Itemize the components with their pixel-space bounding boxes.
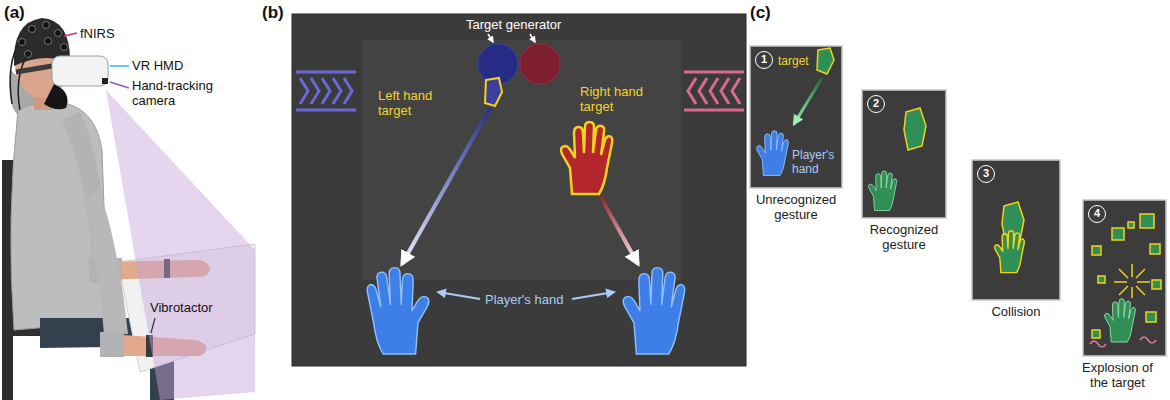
step-frame: 1targetPlayer's handUnrecognized gesture [750, 46, 842, 188]
step-frame: 3Collision [972, 160, 1060, 300]
panel-letter: (c) [750, 3, 771, 23]
target-label: Right hand target [580, 84, 652, 114]
part-label: fNIRS [80, 26, 115, 41]
step-number: 4 [1088, 205, 1106, 223]
panel-letter: (a) [4, 3, 25, 23]
hand-label: Player's hand [792, 148, 840, 176]
participant-illustration [2, 18, 255, 400]
target-label: target [778, 54, 809, 68]
generator-label: Target generator [466, 17, 561, 32]
part-label: VR HMD [132, 58, 183, 73]
step-frame: 4Explosion of the target [1083, 200, 1166, 356]
step-frame: 2Recognized gesture [862, 90, 946, 218]
step-caption: Recognized gesture [854, 222, 954, 252]
step-number: 2 [867, 95, 885, 113]
step-caption: Unrecognized gesture [746, 192, 846, 222]
step-caption: Explosion of the target [1074, 360, 1162, 390]
part-label: Hand-tracking camera [132, 78, 224, 108]
target-label: Left hand target [378, 88, 442, 118]
game-panel: Target generatorLeft hand target Right ha… [292, 14, 746, 366]
panel-letter: (b) [262, 3, 284, 23]
hand-label: Player's hand [485, 292, 563, 307]
step-number: 3 [977, 165, 995, 183]
step-caption: Collision [966, 304, 1066, 319]
part-label: Vibrotactor [150, 300, 213, 315]
game-scene [292, 14, 746, 366]
step-number: 1 [755, 51, 773, 69]
